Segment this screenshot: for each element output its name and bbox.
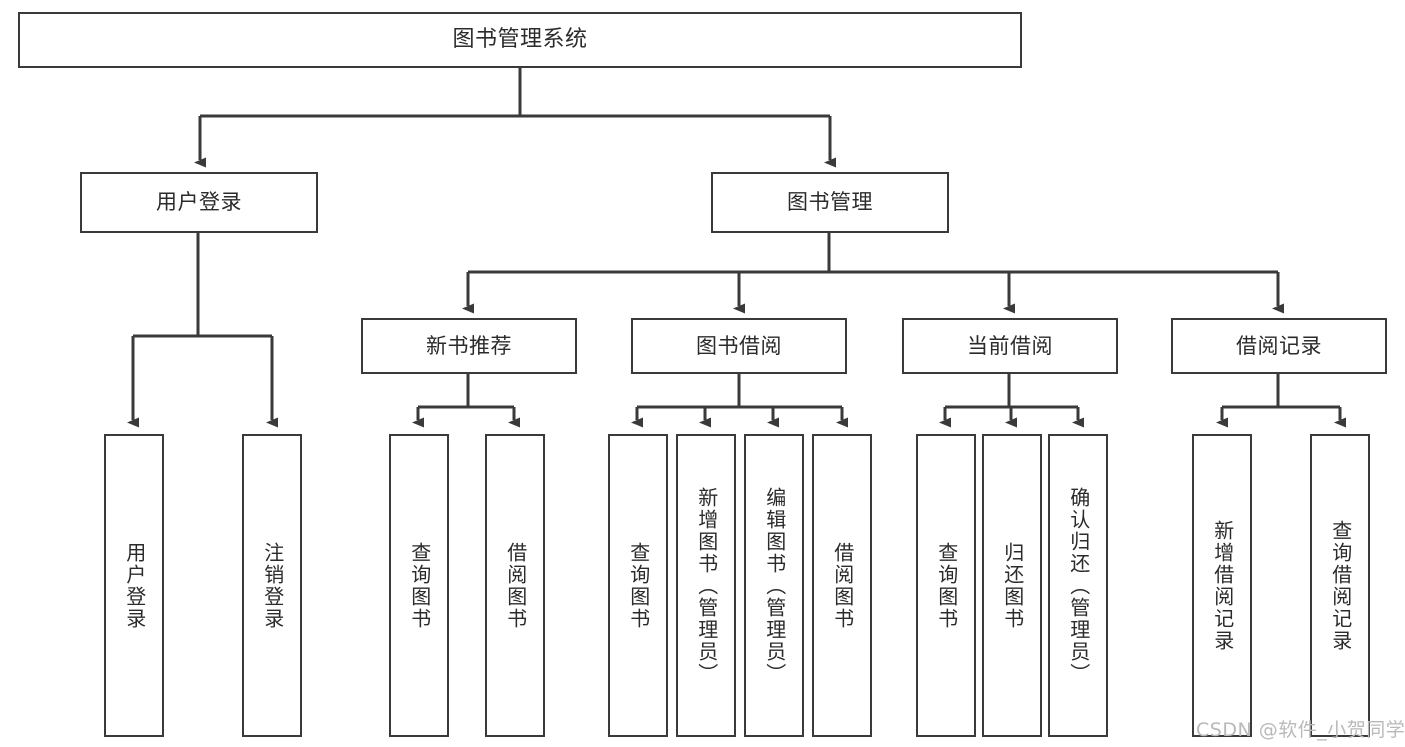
node-label: 借阅图书	[830, 541, 855, 630]
leaf-confirm-return-admin[interactable]: 确认归还（管理员）	[1048, 434, 1108, 737]
node-label: 注销登录	[260, 541, 285, 630]
node-label: 查询图书	[934, 541, 959, 630]
leaf-add-borrow-record[interactable]: 新增借阅记录	[1192, 434, 1252, 737]
leaf-add-book-admin[interactable]: 新增图书（管理员）	[676, 434, 736, 737]
node-root-system[interactable]: 图书管理系统	[18, 12, 1022, 68]
leaf-user-logout[interactable]: 注销登录	[242, 434, 302, 737]
node-borrow-record[interactable]: 借阅记录	[1171, 318, 1387, 374]
node-book-management[interactable]: 图书管理	[711, 172, 949, 233]
node-label: 图书管理	[787, 190, 873, 215]
leaf-borrow-book-recommend[interactable]: 借阅图书	[485, 434, 545, 737]
leaf-borrow-book[interactable]: 借阅图书	[812, 434, 872, 737]
node-label: 新书推荐	[426, 333, 512, 358]
node-new-book-recommend[interactable]: 新书推荐	[361, 318, 577, 374]
leaf-edit-book-admin[interactable]: 编辑图书（管理员）	[744, 434, 804, 737]
node-label: 图书借阅	[696, 333, 782, 358]
node-label: 确认归还（管理员）	[1066, 486, 1091, 685]
node-label: 编辑图书（管理员）	[762, 486, 787, 685]
csdn-watermark: CSDN @软件_小贺同学	[1196, 719, 1405, 741]
node-label: 用户登录	[156, 190, 242, 215]
node-label: 新增借阅记录	[1210, 519, 1235, 652]
leaf-return-book[interactable]: 归还图书	[982, 434, 1042, 737]
node-label: 图书管理系统	[452, 27, 588, 53]
leaf-query-book-recommend[interactable]: 查询图书	[389, 434, 449, 737]
node-label: 查询图书	[626, 541, 651, 630]
node-current-borrow[interactable]: 当前借阅	[902, 318, 1118, 374]
node-label: 当前借阅	[967, 333, 1053, 358]
node-label: 用户登录	[122, 541, 147, 630]
leaf-query-book-borrow[interactable]: 查询图书	[608, 434, 668, 737]
node-book-borrow[interactable]: 图书借阅	[631, 318, 847, 374]
node-label: 查询图书	[407, 541, 432, 630]
leaf-query-borrow-record[interactable]: 查询借阅记录	[1310, 434, 1370, 737]
node-label: 归还图书	[1000, 541, 1025, 630]
node-user-login[interactable]: 用户登录	[80, 172, 318, 233]
node-label: 新增图书（管理员）	[694, 486, 719, 685]
leaf-user-login[interactable]: 用户登录	[104, 434, 164, 737]
leaf-query-book-current[interactable]: 查询图书	[916, 434, 976, 737]
node-label: 借阅图书	[503, 541, 528, 630]
node-label: 借阅记录	[1236, 333, 1322, 358]
node-label: 查询借阅记录	[1328, 519, 1353, 652]
